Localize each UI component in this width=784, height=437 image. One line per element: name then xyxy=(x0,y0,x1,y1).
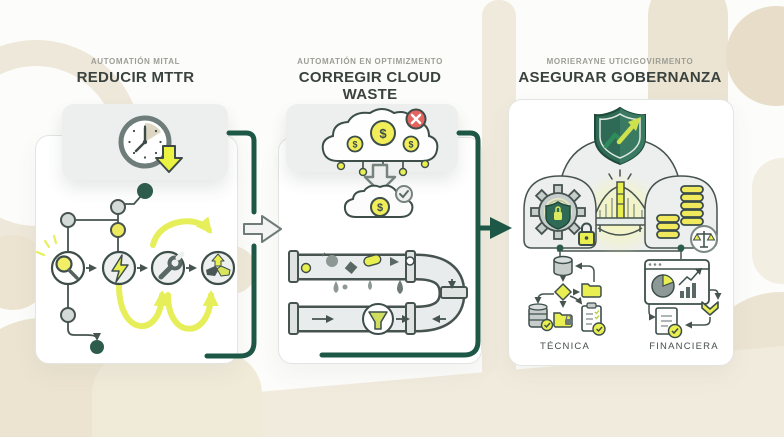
folder-icon xyxy=(581,283,602,298)
handshake-icon xyxy=(200,250,236,286)
sparkle-icon xyxy=(35,234,58,257)
chevron-badge-icon xyxy=(701,301,719,316)
check-icon xyxy=(395,185,413,203)
panel-1-title: REDUCIR MTTR xyxy=(76,69,195,86)
panel-3-header: MORIERAYNE UTICIGOVIRMENTO ASEGURAR GOBE… xyxy=(508,57,732,86)
incident-graph xyxy=(67,195,142,341)
mttr-flowchart xyxy=(35,183,236,354)
dollar-symbol: $ xyxy=(408,140,413,150)
optimized-cloud-icon: $ xyxy=(343,184,414,218)
column-label-financiera: FINANCIERA xyxy=(649,341,719,352)
pipeline-icon xyxy=(288,250,468,335)
panel-2-title: CORREGIR CLOUD WASTE xyxy=(298,69,442,103)
analytics-window-icon xyxy=(644,259,710,305)
panel-1-kicker: AUTOMATIÓN MITAL xyxy=(90,57,181,66)
leak-drips xyxy=(333,280,403,294)
shield-growth-icon xyxy=(594,106,646,166)
node-green xyxy=(90,340,104,354)
panel-2-kicker: AUTOMATIÓN EN OPTIMIZMENTO xyxy=(297,57,443,66)
gear-security-icon xyxy=(530,184,586,240)
lightning-icon xyxy=(101,250,137,286)
lock-icon xyxy=(578,222,595,246)
database-icon xyxy=(553,255,573,265)
dollar-symbol: $ xyxy=(352,140,357,150)
wrench-icon xyxy=(150,250,186,286)
financiera-flowchart xyxy=(644,259,722,339)
gobernanza-illustration xyxy=(523,106,722,339)
coins-icon xyxy=(656,185,704,239)
scale-icon xyxy=(690,225,718,253)
secure-folder-icon xyxy=(553,312,573,328)
bridge-icon xyxy=(592,181,651,236)
sparkle-icon xyxy=(608,169,632,180)
finance-arch xyxy=(644,175,718,259)
panel-1-header: AUTOMATIÓN MITAL REDUCIR MTTR xyxy=(35,57,236,86)
flow-arrow-gray-icon xyxy=(243,215,282,243)
cloud-waste-illustration: $ $ $ $ xyxy=(288,108,468,335)
dollar-symbol: $ xyxy=(377,202,383,214)
panel-3-title: ASEGURAR GOBERNANZA xyxy=(518,69,722,86)
panel-3-kicker: MORIERAYNE UTICIGOVIRMENTO xyxy=(546,57,694,66)
search-icon xyxy=(50,250,86,286)
down-arrow-icon xyxy=(155,145,183,173)
tecnica-flowchart xyxy=(528,255,606,336)
bar-chart-icon xyxy=(680,283,696,298)
node-gray xyxy=(110,199,126,215)
decision-diamond-icon xyxy=(553,282,573,302)
column-label-tecnica: TÉCNICA xyxy=(539,341,591,352)
database-stack-icon xyxy=(528,303,554,332)
node-gray xyxy=(60,212,76,228)
node-yellow xyxy=(110,222,126,238)
node-green xyxy=(137,183,153,199)
panel-2-header: AUTOMATIÓN EN OPTIMIZMENTO CORREGIR CLOU… xyxy=(270,57,470,103)
dollar-symbol: $ xyxy=(379,126,387,141)
background-circle xyxy=(726,6,784,106)
background-blob xyxy=(92,352,262,437)
document-check-icon xyxy=(655,307,683,339)
security-arch xyxy=(523,175,597,260)
clock-icon xyxy=(118,115,183,173)
clipboard-icon xyxy=(581,302,606,336)
background-rounded-rect xyxy=(752,158,784,284)
node-gray xyxy=(60,307,76,323)
